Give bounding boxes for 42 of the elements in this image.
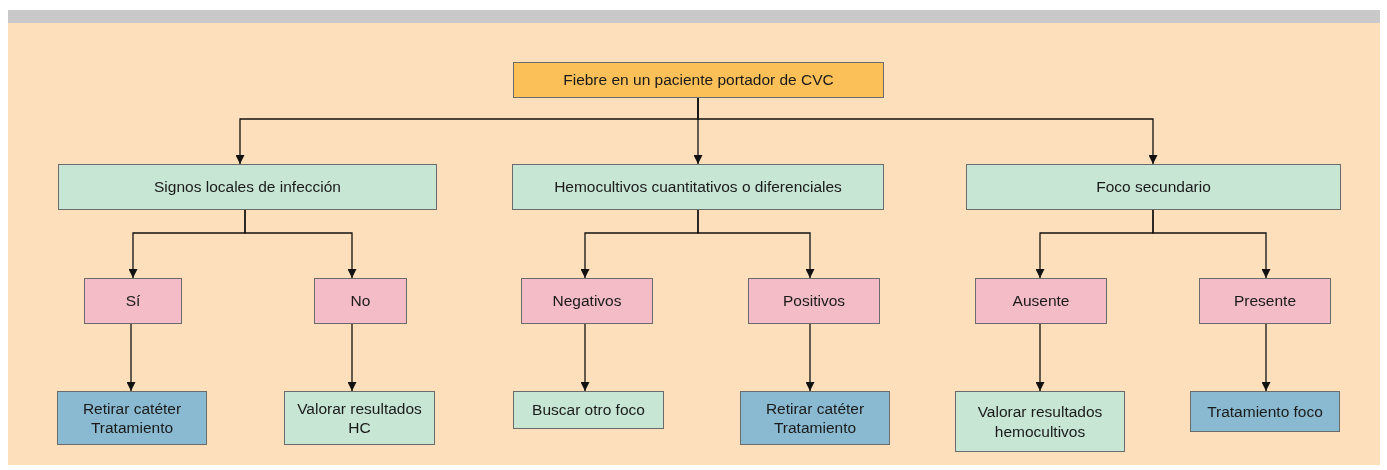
process-box [975,278,1107,324]
box-text: Tratamiento foco [1207,401,1323,422]
box-text: Positivos [783,291,845,311]
process-box [84,278,182,324]
arrow [697,97,1158,165]
process-box [955,391,1125,452]
box-text: Sí [125,291,141,311]
arrow [126,323,136,392]
box-text: Presente [1233,291,1296,311]
box-text: Negativos [552,291,622,311]
box-text: Fiebre en un paciente portador de CVC [563,70,834,90]
box-text: No [350,291,371,311]
box-text: Valorar resultados hemocultivos [976,402,1104,441]
process-box [512,164,884,210]
box-text: Foco secundario [1096,177,1211,197]
process-box [1199,278,1331,324]
box-text: Retirar catéter Tratamiento [81,398,183,438]
process-box [284,391,435,445]
arrow [1261,323,1271,392]
process-box [966,164,1341,210]
box-text: Retirar catéter Tratamiento [764,398,866,438]
box-text: Ausente [1012,291,1070,311]
process-box [513,62,884,98]
arrow [347,323,357,392]
box-text: Buscar otro foco [532,400,645,420]
process-box [314,278,407,324]
process-box [513,391,664,429]
arrow [580,323,590,392]
box-text: Valorar resultados HC [296,398,423,438]
process-box [1190,391,1340,432]
arrow [1152,209,1271,279]
box-text: Hemocultivos cuantitativos o diferenciales [554,177,842,197]
arrow [1035,323,1045,392]
process-box [740,391,890,445]
process-box [58,164,437,210]
arrow [697,209,815,279]
arrow [805,323,815,392]
process-box [748,278,880,324]
box-text: Signos locales de infección [154,177,341,197]
process-box [521,278,653,324]
arrow [244,209,357,279]
process-box [57,391,207,445]
